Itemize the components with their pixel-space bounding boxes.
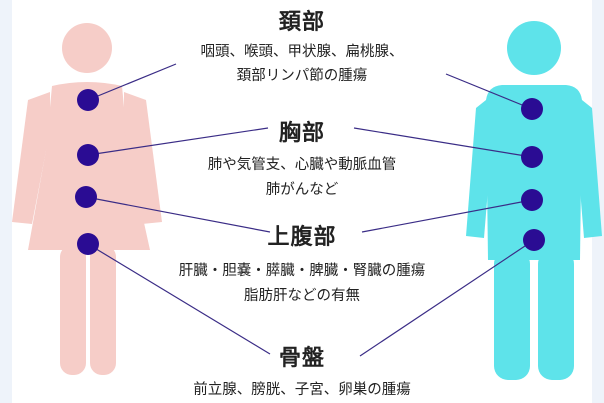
chest-marker-female [77, 144, 99, 166]
pelvis-marker-male [523, 229, 545, 251]
upper-abdomen-detail-line-1: 肝臓・胆嚢・膵臓・脾臓・腎臓の腫瘍 [178, 263, 426, 279]
chest-detail-line-2: 肺がんなど [265, 182, 339, 198]
neck-detail-line-2: 頚部リンパ節の腫瘍 [236, 68, 368, 84]
male-torso [486, 85, 582, 260]
pelvis-marker-female [77, 233, 99, 255]
male-body-icon [466, 21, 602, 380]
neck-marker-female [77, 89, 99, 111]
neck-detail-line-1: 咽頭、喉頭、甲状腺、扁桃腺、 [200, 44, 404, 60]
neck-connector-right [445, 73, 533, 110]
chest-connector-right [353, 127, 533, 158]
upper-abdomen-marker-female [75, 186, 97, 208]
male-left-leg [494, 250, 530, 380]
male-right-arm [576, 100, 602, 238]
male-right-leg [538, 250, 574, 380]
pelvis-connector-right [359, 239, 535, 357]
male-left-arm [466, 100, 492, 238]
neck-connector-left [87, 63, 177, 101]
pelvis-heading: 骨盤 [278, 346, 325, 371]
female-left-leg [60, 245, 86, 375]
chest-heading: 胸部 [278, 121, 325, 146]
female-torso [28, 82, 150, 250]
chest-connector-left [87, 127, 269, 156]
female-right-leg [90, 245, 116, 375]
upper-abdomen-marker-male [521, 189, 543, 211]
pelvis-detail-line-1: 前立腺、膀胱、子宮、卵巣の腫瘍 [193, 382, 411, 398]
left-edge-tint [0, 0, 12, 403]
neck-marker-male [521, 98, 543, 120]
female-head [62, 23, 112, 73]
pelvis-connector-left [87, 243, 271, 355]
upper-abdomen-connector-right [361, 199, 533, 233]
male-head [507, 21, 561, 75]
neck-heading: 頚部 [278, 10, 325, 35]
upper-abdomen-connector-left [85, 196, 271, 233]
upper-abdomen-heading: 上腹部 [267, 225, 337, 250]
female-right-arm [124, 92, 162, 224]
chest-marker-male [521, 146, 543, 168]
female-body-icon [12, 23, 162, 375]
chest-detail-line-1: 肺や気管支、心臓や動脈血管 [207, 157, 397, 173]
upper-abdomen-detail-line-2: 脂肪肝などの有無 [244, 288, 360, 304]
female-left-arm [12, 92, 50, 224]
